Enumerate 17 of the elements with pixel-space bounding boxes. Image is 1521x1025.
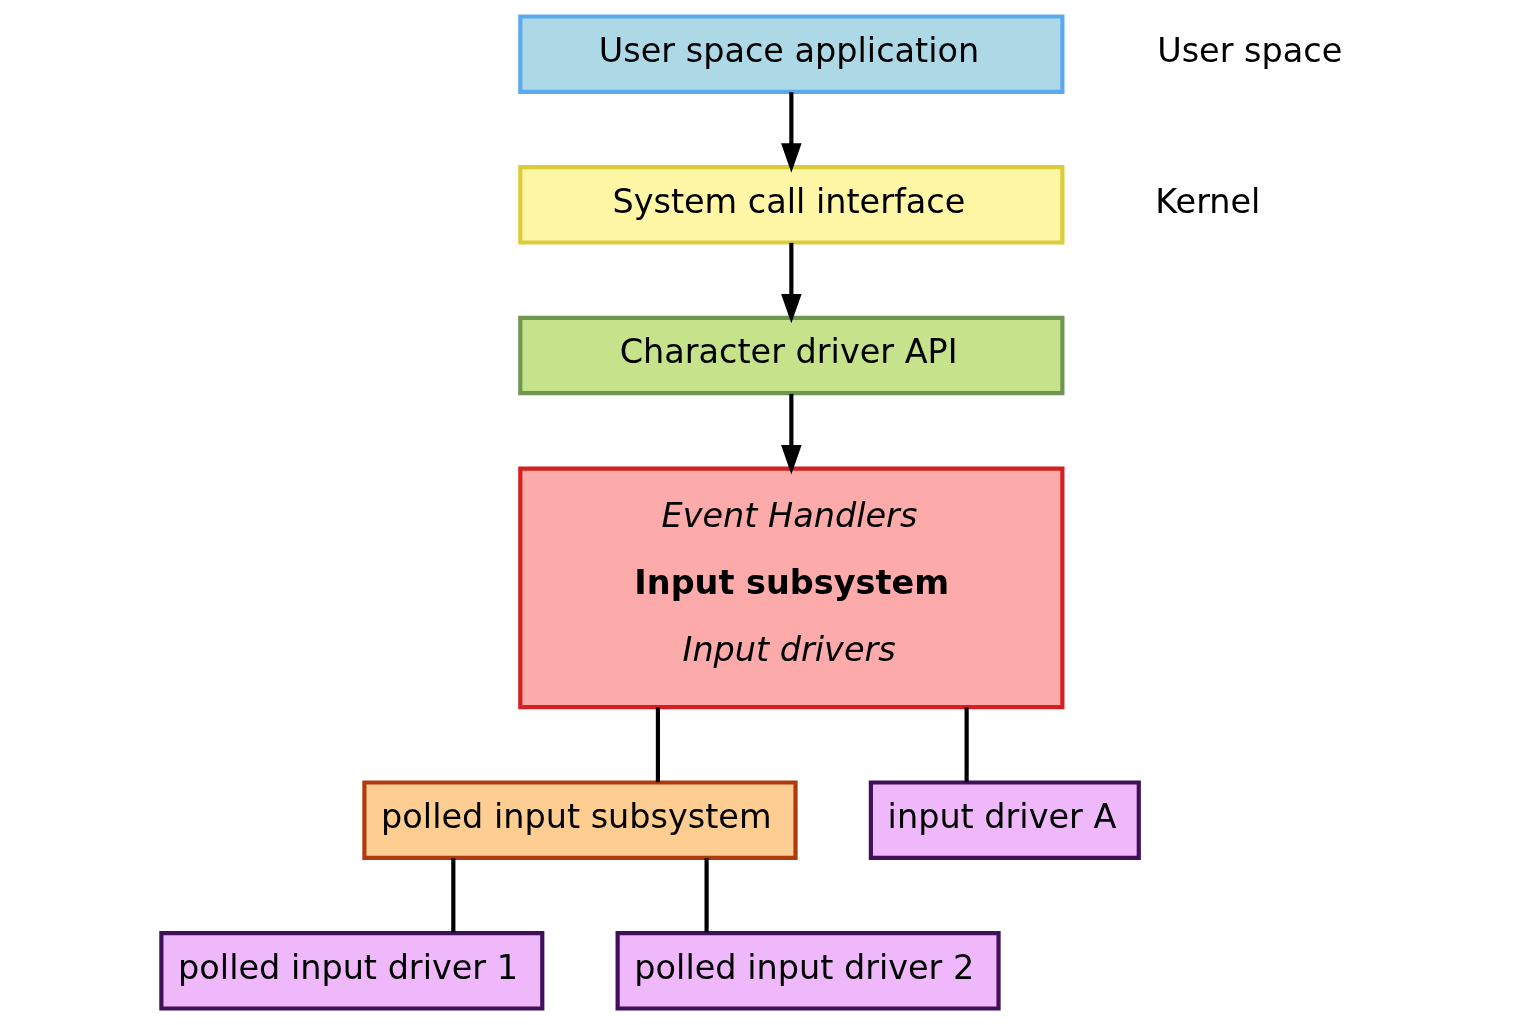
connector <box>964 707 969 783</box>
arrow <box>780 242 802 324</box>
node-box: User space application <box>517 14 1064 94</box>
node-box: System call interface <box>517 165 1064 245</box>
arrow <box>780 393 802 475</box>
connector <box>450 858 455 933</box>
label: Kernel <box>1154 181 1260 221</box>
arrow <box>780 92 802 173</box>
node-box: polled input subsystem <box>361 780 798 860</box>
node-box: polled input driver 1 <box>158 931 544 1011</box>
connector <box>655 707 660 783</box>
node-box: Character driver API <box>517 315 1064 396</box>
node-box: Event Handlers Input subsystem Input drivers <box>517 466 1064 710</box>
node-box: input driver A <box>868 780 1141 860</box>
connector <box>704 858 709 933</box>
node-box: polled input driver 2 <box>615 931 1001 1011</box>
label: User space <box>1156 31 1342 71</box>
